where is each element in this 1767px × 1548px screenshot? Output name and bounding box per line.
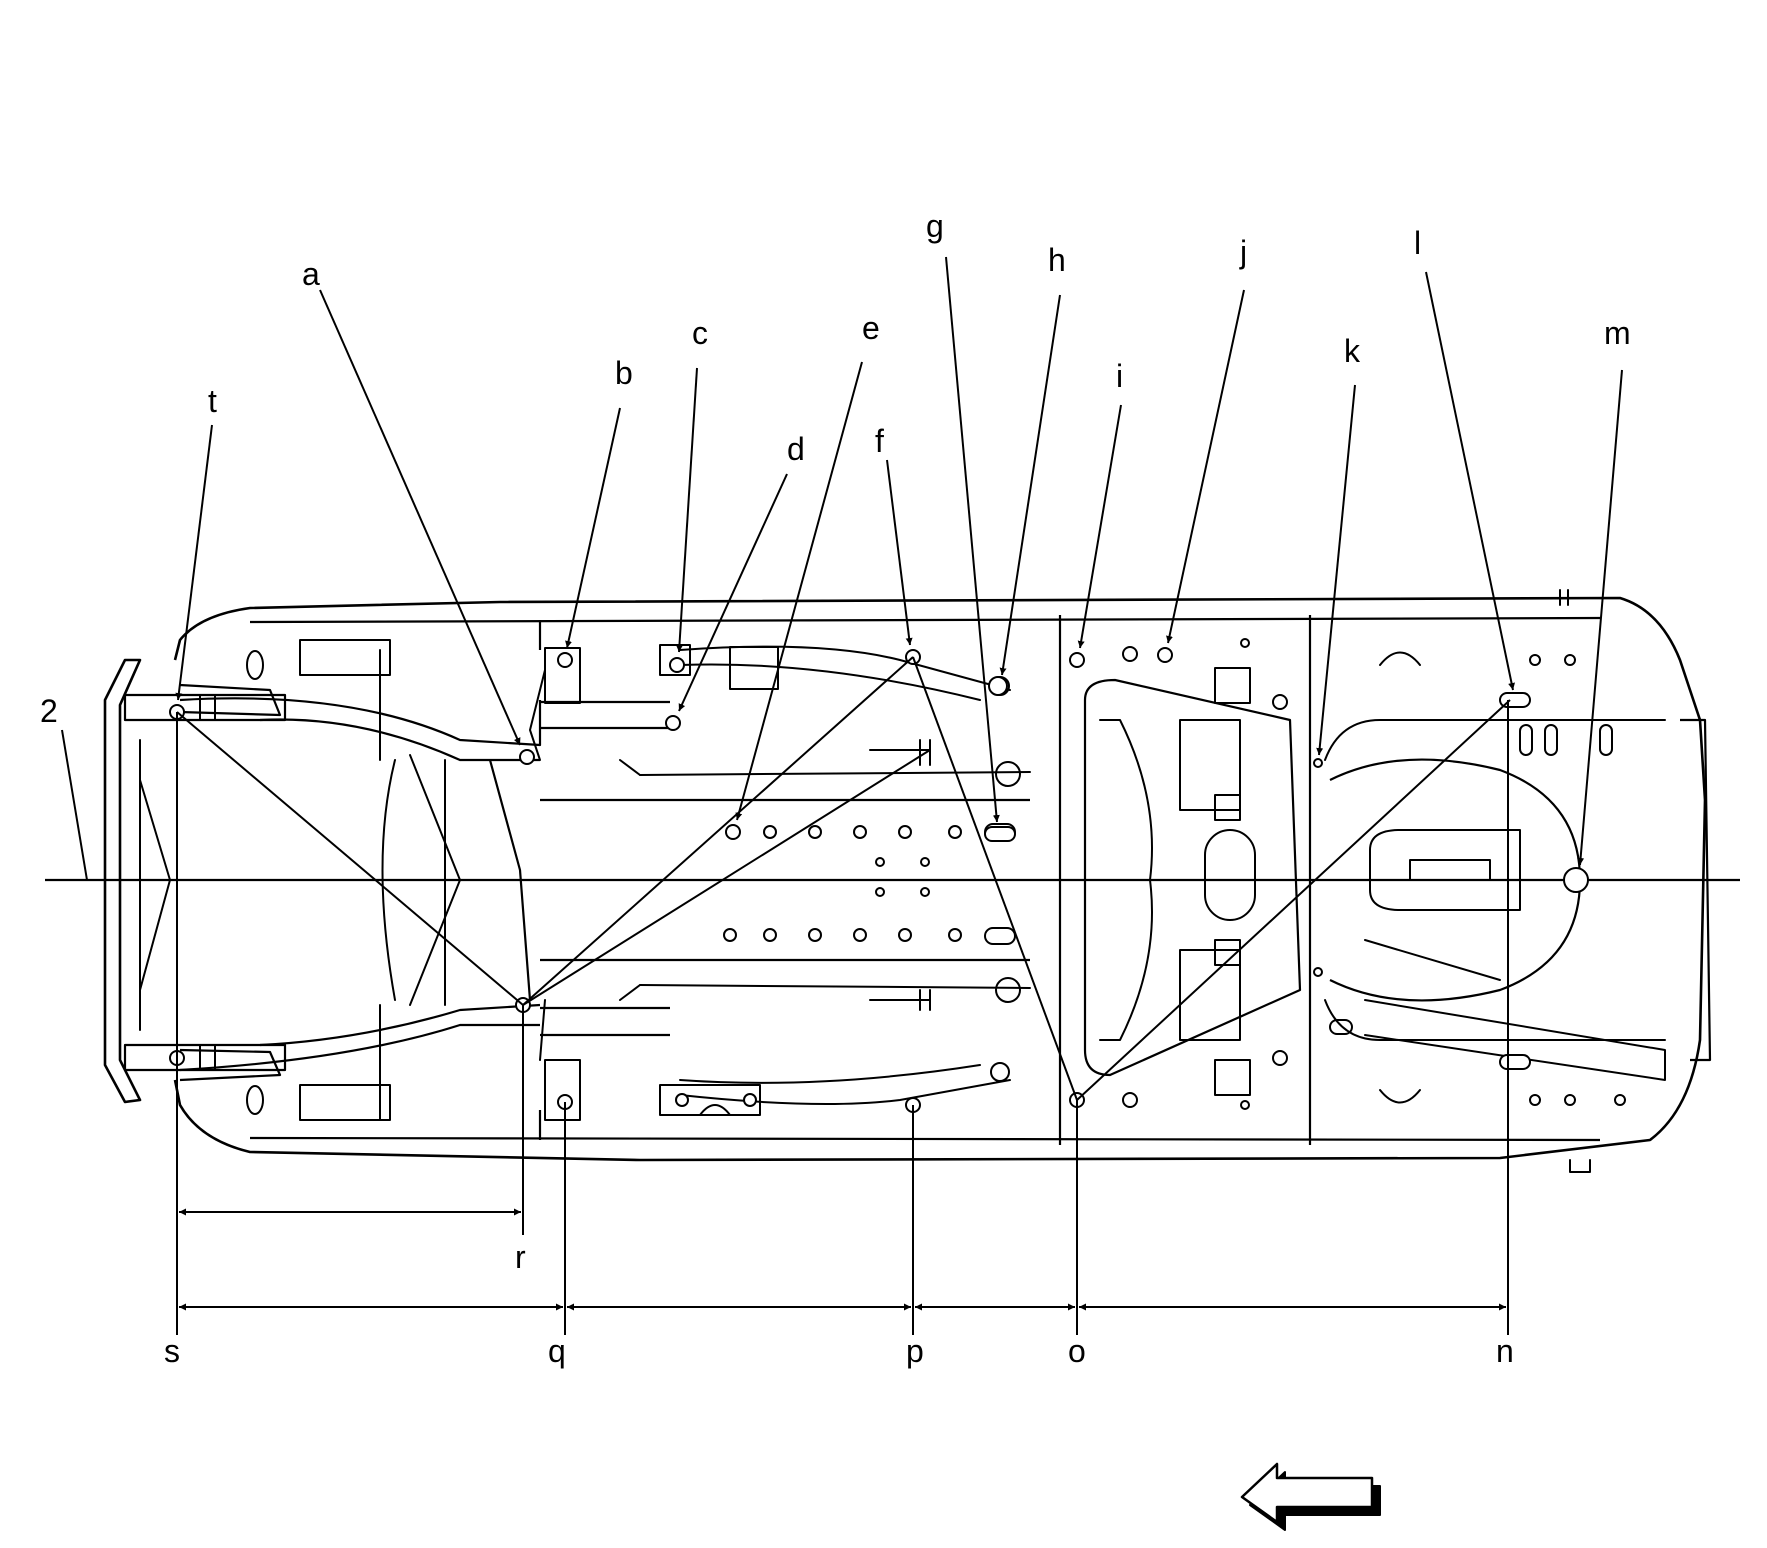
label-q: q — [548, 1333, 566, 1369]
point-c-hole — [669, 657, 685, 673]
label-f: f — [875, 423, 884, 459]
point-j-hole — [1157, 647, 1173, 663]
point-b-hole — [557, 652, 573, 668]
label-b: b — [615, 355, 633, 391]
leader-m — [1577, 369, 1623, 866]
label-g: g — [926, 208, 944, 244]
point-h-hole — [988, 676, 1008, 696]
point-i-hole — [1069, 652, 1085, 668]
point-a-hole — [519, 749, 535, 765]
label-s: s — [164, 1333, 180, 1369]
leader-e — [735, 361, 863, 821]
point-k-hole — [1313, 758, 1323, 768]
label-c: c — [692, 315, 708, 351]
label-o: o — [1068, 1333, 1086, 1369]
leader-a — [319, 289, 521, 746]
leader-d — [678, 473, 788, 712]
dimension-lines — [179, 1208, 1506, 1311]
label-r: r — [515, 1239, 526, 1275]
label-i: i — [1116, 358, 1123, 394]
label-j: j — [1239, 234, 1247, 270]
point-n-slot — [1499, 1054, 1531, 1070]
point-d-hole — [665, 715, 681, 731]
label-a: a — [302, 256, 320, 292]
label-n: n — [1496, 1333, 1514, 1369]
label-d: d — [787, 431, 805, 467]
leader-i — [1077, 404, 1122, 649]
point-e-hole — [725, 824, 741, 840]
label-p: p — [906, 1333, 924, 1369]
label-e: e — [862, 310, 880, 346]
leader-j — [1166, 289, 1245, 644]
tunnel-holes — [723, 823, 1016, 945]
ref-2-leader — [61, 729, 88, 881]
leader-l — [1425, 271, 1516, 691]
left-arrow-icon — [1240, 1462, 1381, 1531]
leader-f — [886, 459, 913, 646]
point-g-slot — [984, 826, 1016, 842]
leader-h — [999, 294, 1061, 676]
diagonal-measurements — [176, 656, 1511, 1335]
leader-k — [1316, 384, 1356, 756]
label-k: k — [1344, 333, 1361, 369]
leader-t — [175, 424, 213, 701]
label-l: l — [1414, 225, 1421, 261]
leader-g — [945, 256, 1000, 823]
label-t: t — [208, 383, 217, 419]
leader-b — [565, 407, 621, 649]
callout-labels: a b c d e f g h i j k l m t 2 r s q p o … — [40, 208, 1631, 1369]
label-m: m — [1604, 315, 1631, 351]
leader-c — [675, 367, 698, 653]
point-m-hole — [1563, 867, 1589, 893]
label-ref-2: 2 — [40, 693, 58, 729]
label-h: h — [1048, 242, 1066, 278]
callout-leaders — [175, 256, 1623, 866]
